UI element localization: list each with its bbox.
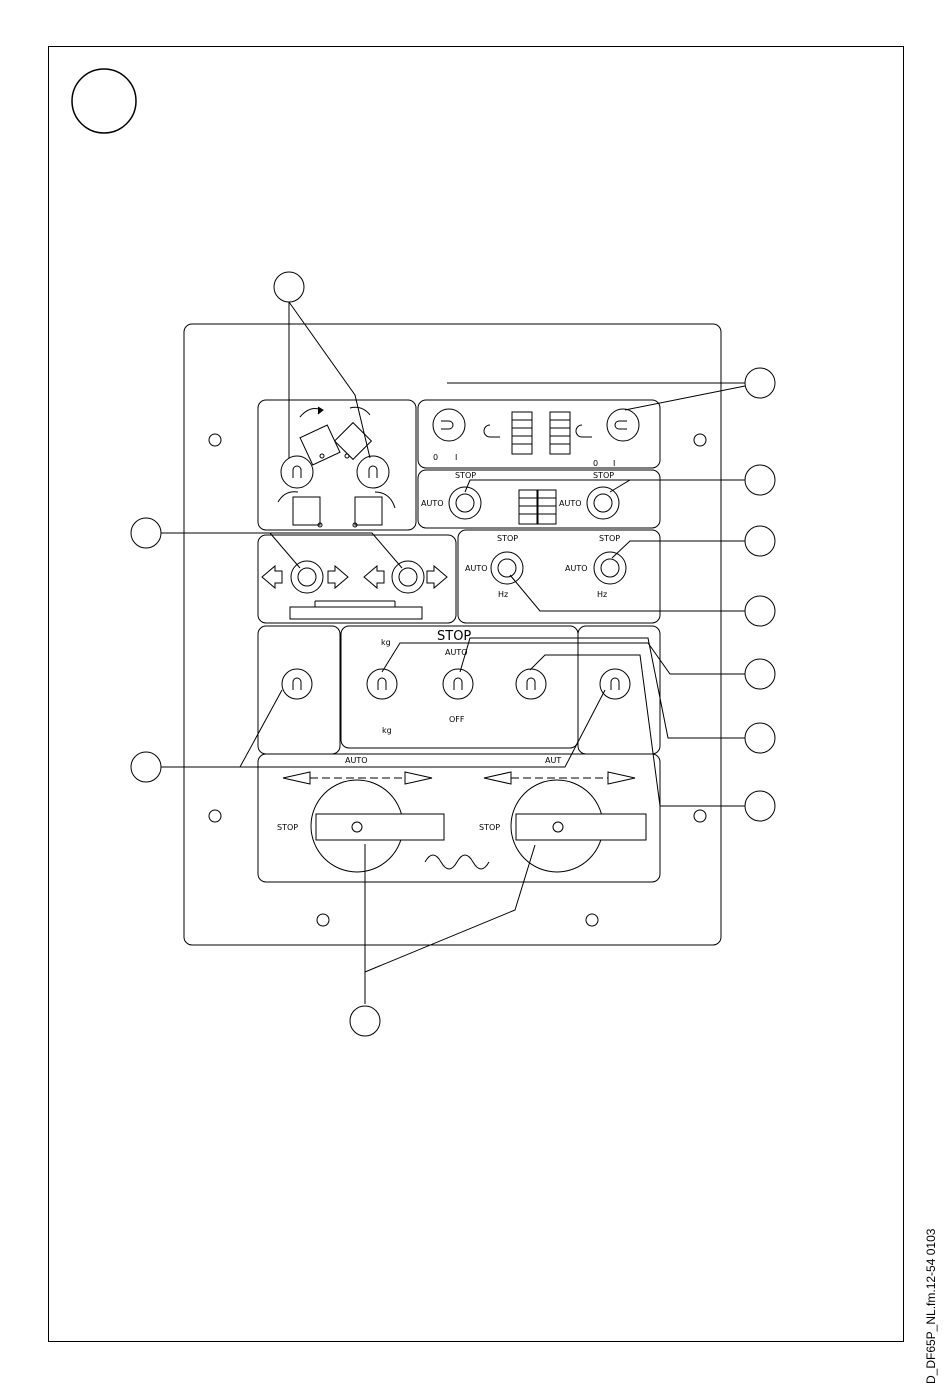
callout-2 [745, 368, 775, 398]
label-one-right: I [613, 459, 615, 468]
callout-11 [350, 1006, 380, 1036]
callout-1 [274, 272, 304, 302]
callout-3 [745, 465, 775, 495]
label-auto-2: AUTO [559, 499, 582, 508]
callout-5 [745, 596, 775, 626]
label-auto-left-row: AUTO [345, 756, 368, 765]
label-stop-knob-1: STOP [277, 823, 298, 832]
label-auto-1: AUTO [421, 499, 444, 508]
label-stop-3: STOP [497, 534, 518, 543]
label-one-left: I [455, 453, 457, 462]
callout-9 [745, 791, 775, 821]
label-kg-1: kg [381, 638, 391, 647]
label-stop-knob-2: STOP [479, 823, 500, 832]
label-stop-2: STOP [593, 471, 614, 480]
label-stop-center: STOP [437, 629, 471, 644]
direction-arrows [262, 566, 447, 619]
label-zero-left: 0 [433, 453, 438, 462]
label-auto-center: AUTO [445, 648, 468, 657]
callout-7 [745, 659, 775, 689]
speed-arrows [283, 772, 635, 784]
label-hz-2: Hz [597, 590, 607, 599]
label-auto-4: AUTO [565, 564, 588, 573]
callout-8 [745, 723, 775, 753]
label-aut-right-row: AUT [545, 756, 561, 765]
document-reference: D_DF65P_NL.fm.12-54 0103 [924, 1229, 938, 1384]
label-auto-3: AUTO [465, 564, 488, 573]
callout-10 [131, 752, 161, 782]
callout-6 [131, 518, 161, 548]
label-off: OFF [449, 715, 465, 724]
label-zero-right: 0 [593, 459, 598, 468]
label-kg-2: kg [382, 726, 392, 735]
rotate-symbols [278, 407, 395, 527]
figure-marker-circle [72, 69, 136, 133]
label-stop-4: STOP [599, 534, 620, 543]
label-hz-1: Hz [498, 590, 508, 599]
label-stop-1: STOP [455, 471, 476, 480]
callout-4 [745, 526, 775, 556]
